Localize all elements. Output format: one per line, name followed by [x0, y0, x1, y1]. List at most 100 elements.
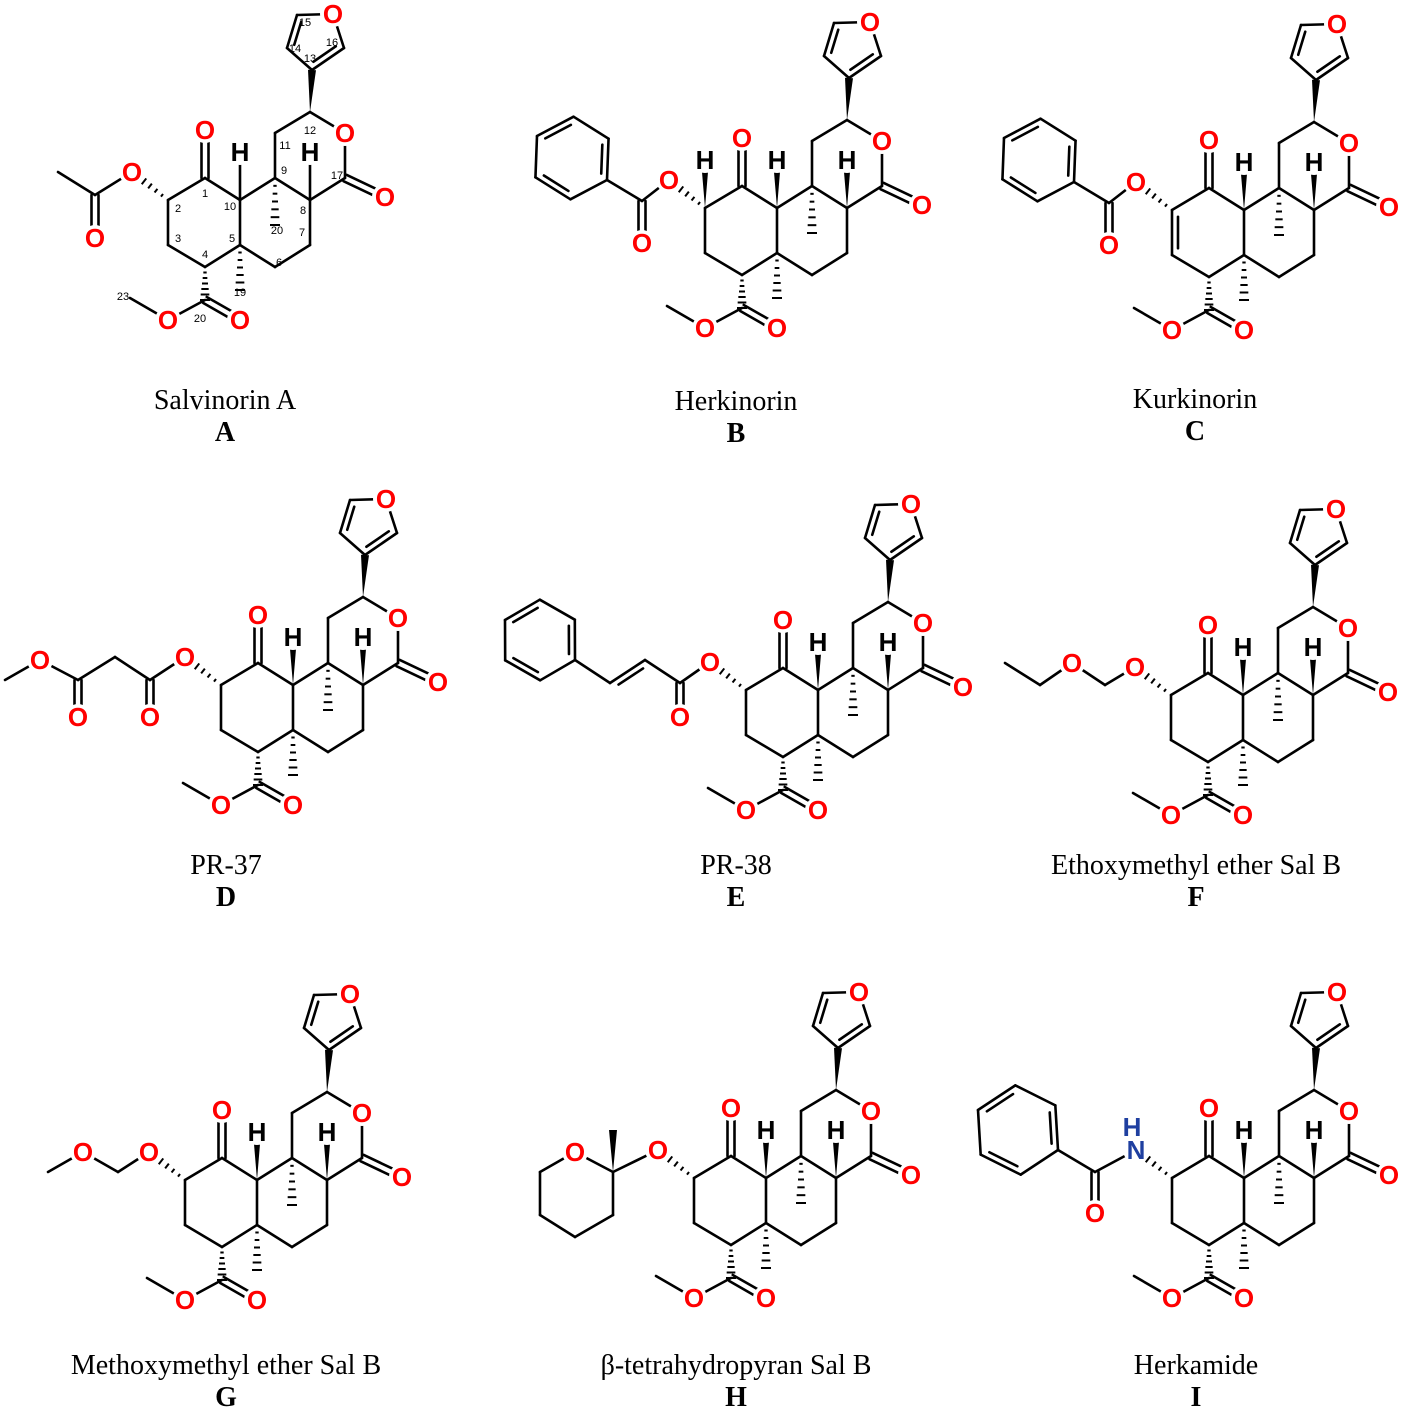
bond [1001, 136, 1006, 181]
bonds [976, 990, 1392, 1303]
label-mask [645, 1137, 671, 1163]
bond [729, 1221, 768, 1247]
oxygen-atom-label: O [901, 1160, 921, 1190]
hash-bond [731, 678, 737, 684]
bond [56, 170, 97, 197]
molecule-letter: F [1187, 882, 1205, 913]
bond [345, 505, 356, 532]
oxygen-atom-label: O [1379, 192, 1399, 222]
label-mask [70, 1139, 96, 1165]
oxygen-atom-label: O [1198, 610, 1218, 640]
oxygen-atom-label: O [1085, 1198, 1105, 1228]
hash-bond [1144, 187, 1152, 195]
bond [1001, 178, 1039, 203]
oxygen-atom-label: O [1327, 9, 1347, 39]
bond [326, 728, 365, 754]
label-mask [1376, 194, 1402, 220]
bond [1072, 180, 1111, 205]
label-mask [1230, 634, 1256, 660]
oxygen-atom-label: O [335, 118, 355, 148]
hash-bond [673, 1161, 679, 1167]
label-mask [332, 120, 358, 146]
bond [338, 498, 352, 535]
bonds [56, 12, 388, 325]
bond [308, 176, 347, 202]
bond [1277, 1154, 1316, 1180]
oxygen-atom-label: O [140, 702, 160, 732]
oxygen-atom-label: O [158, 305, 178, 335]
bond [290, 1090, 329, 1115]
caption-g: Methoxymethyl ether Sal B G [0, 1350, 462, 1414]
locant-number: 17 [331, 170, 343, 182]
bond [764, 1221, 803, 1247]
locant-number: 19 [234, 287, 246, 299]
bond [1072, 139, 1077, 184]
wedge-bond [845, 77, 853, 120]
bond [810, 118, 849, 143]
hydrogen-atom-label: H [1235, 147, 1254, 177]
nitrogen-atom-label: N [1127, 1135, 1146, 1165]
oxygen-atom-label: O [139, 1137, 159, 1167]
bond [1277, 1088, 1316, 1113]
bond [1296, 998, 1307, 1025]
oxygen-atom-label: O [392, 1162, 412, 1192]
hash-bond [697, 201, 701, 206]
bond [538, 598, 577, 621]
label-mask [209, 1097, 235, 1123]
wedge-bond [886, 559, 894, 602]
bond [503, 659, 542, 682]
label-mask [1230, 802, 1256, 828]
bond [503, 598, 542, 622]
hash-bond [1164, 1171, 1168, 1176]
bond [1296, 30, 1307, 57]
bonds [503, 502, 966, 815]
label-mask [1375, 679, 1401, 705]
bond [309, 1000, 320, 1027]
bond [219, 728, 260, 754]
label-mask [667, 704, 693, 730]
oxygen-atom-label: O [808, 795, 828, 825]
molecule-letter: D [215, 882, 237, 913]
oxygen-atom-label: O [1161, 800, 1181, 830]
hydrogen-atom-label: H [809, 627, 828, 657]
locant-number: 12 [304, 125, 316, 137]
bond [1169, 738, 1210, 764]
oxygen-atom-label: O [428, 667, 448, 697]
hash-bond [1157, 198, 1163, 204]
locant-number: 9 [281, 165, 287, 177]
bond [256, 728, 295, 754]
hash-bond [1156, 683, 1162, 689]
bond [886, 666, 925, 692]
bond [605, 137, 610, 182]
molecule-letter: G [215, 1382, 237, 1413]
locant-number: 8 [300, 205, 306, 217]
bond [1207, 1154, 1246, 1180]
label-mask [1323, 496, 1349, 522]
bond [512, 656, 540, 674]
bond [863, 536, 892, 562]
label-mask [1195, 612, 1221, 638]
bond [744, 733, 785, 759]
bond [1316, 1023, 1342, 1042]
hash-bond [738, 683, 742, 688]
bond [1170, 1221, 1211, 1247]
oxygen-atom-label: O [872, 126, 892, 156]
hash-bond [1163, 688, 1167, 693]
locant-number: 6 [276, 257, 282, 269]
bond [292, 20, 303, 47]
wedge-bond [325, 1049, 333, 1092]
label-mask [1059, 650, 1085, 676]
label-mask [192, 117, 218, 143]
oxygen-atom-label: O [1099, 230, 1119, 260]
label-mask [245, 602, 271, 628]
oxygen-atom-label: O [68, 702, 88, 732]
molecule-name: Salvinorin A [153, 385, 297, 416]
oxygen-atom-label: O [211, 790, 231, 820]
